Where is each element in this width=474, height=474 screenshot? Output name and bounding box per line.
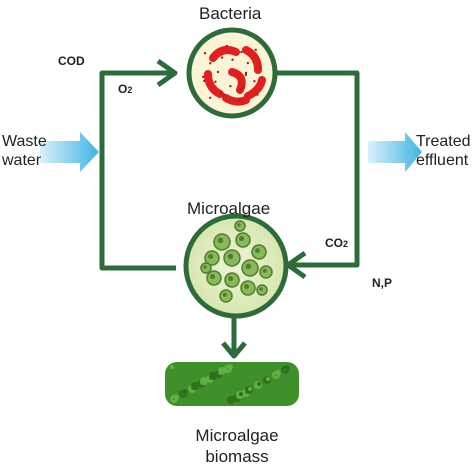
biomass-line2: biomass	[205, 447, 269, 466]
algae-cell-nucleus	[208, 254, 214, 260]
bacterium-cell	[204, 70, 224, 98]
cycle-arrow-right	[274, 70, 360, 268]
effluent-line1: Treated	[416, 133, 471, 150]
bacterium-cell	[244, 76, 266, 100]
algae-cell-nucleus	[222, 292, 227, 297]
biomass-speck	[173, 394, 179, 400]
bacterium-dot	[229, 85, 232, 88]
algae-cell-nucleus	[239, 236, 245, 242]
cod-label: COD	[58, 54, 85, 68]
wastewater-line1: Waste	[2, 133, 47, 150]
biomass-speck	[248, 387, 252, 391]
bacterium-dot	[209, 62, 212, 65]
o2-subscript: 2	[127, 85, 133, 95]
biomass-line1: Microalgae	[195, 426, 279, 445]
biomass-speck	[257, 382, 261, 386]
np-label: N,P	[372, 276, 393, 290]
biomass-speck	[284, 365, 290, 371]
bacterium-dot	[256, 93, 259, 96]
biomass-speck	[170, 365, 174, 369]
bacterium-dot	[238, 98, 241, 101]
co2-text: CO	[325, 236, 343, 250]
arrowhead-to-biomass	[221, 341, 247, 359]
bacterium-dot	[259, 65, 262, 69]
algae-cell-nucleus	[227, 253, 234, 260]
microalgae-label: Microalgae	[187, 199, 271, 218]
algae-cell-nucleus	[244, 284, 250, 290]
bacterium-dot	[241, 86, 245, 89]
algae-cell-nucleus	[237, 223, 241, 227]
algae-cell-nucleus	[262, 268, 267, 273]
arrowhead-to-bacteria	[156, 58, 178, 88]
effluent-line2: effluent	[416, 152, 469, 169]
bacterium-dot	[244, 73, 248, 77]
bacterium-dot	[203, 52, 207, 55]
co2-label: CO2	[325, 236, 348, 250]
bacterium-dot	[244, 71, 248, 75]
biomass-speck	[227, 396, 235, 404]
bacterium-dot	[253, 79, 256, 83]
algae-cell-nucleus	[228, 276, 234, 282]
bacterium-dot	[220, 56, 224, 59]
biomass-speck	[266, 377, 270, 381]
bacterium-dot	[225, 44, 229, 48]
o2-label: O2	[118, 82, 132, 96]
bacterium-dot	[202, 75, 205, 79]
biomass-speck	[239, 392, 243, 396]
bacterium-dot	[214, 80, 217, 83]
bacteria-label: Bacteria	[199, 4, 262, 23]
bacterium-dot	[231, 58, 234, 61]
co2-subscript: 2	[343, 239, 349, 249]
o2-text: O	[118, 82, 128, 96]
biomass-speck	[200, 377, 208, 385]
algae-cell-nucleus	[217, 237, 224, 244]
biomass-block	[165, 362, 299, 406]
bacteria-circle	[186, 27, 278, 119]
effluent-label: Treated effluent	[416, 132, 471, 170]
biomass-label: Microalgae biomass	[187, 425, 287, 467]
bacterium-dot	[223, 93, 226, 96]
bacterium-cell	[242, 46, 262, 74]
biomass-speck	[182, 389, 188, 395]
biomass-speck	[275, 370, 281, 376]
bacterium-dot	[254, 48, 257, 52]
bacterium-dot	[203, 79, 206, 83]
algae-cell-nucleus	[245, 263, 252, 270]
bacterium-dot	[216, 70, 220, 74]
bacterium-cell	[222, 94, 250, 106]
bacterium-dot	[239, 87, 242, 91]
algae-cell-nucleus	[259, 287, 263, 291]
effluent-output-arrow	[368, 132, 422, 172]
bacterium-dot	[219, 92, 223, 95]
bacterium-dot	[240, 50, 243, 54]
bacterium-dot	[246, 61, 250, 65]
algae-cell-nucleus	[210, 274, 216, 280]
algae-cell-nucleus	[255, 248, 261, 254]
bacterium-cell	[209, 46, 240, 62]
cycle-arrow-left	[99, 70, 176, 271]
microalgae-circle	[183, 213, 289, 319]
bacterium-cell	[228, 68, 246, 94]
biomass-speck	[218, 367, 226, 375]
biomass-speck	[209, 372, 217, 380]
wastewater-label: Waste water	[2, 132, 47, 170]
biomass-speck	[191, 382, 199, 390]
bacterium-dot	[209, 96, 212, 99]
algae-cell-nucleus	[203, 265, 207, 269]
wastewater-input-arrow	[40, 132, 99, 172]
biomass-speck	[227, 364, 233, 370]
wastewater-line2: water	[2, 152, 42, 169]
